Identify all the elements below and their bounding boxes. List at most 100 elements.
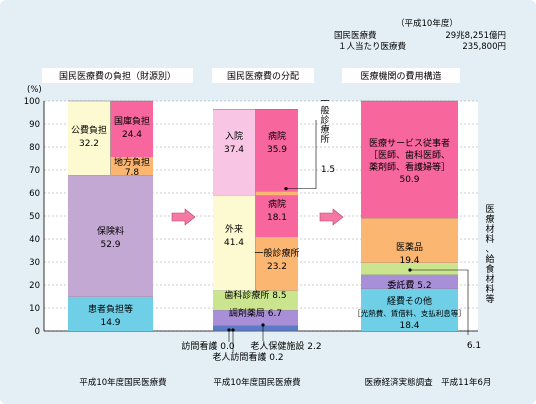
y-tick-label: 100: [24, 97, 40, 107]
label-kokko: 国庫負担: [114, 115, 150, 127]
y-tick-label: 90: [29, 120, 40, 130]
label-nyuin-value: 37.4: [224, 145, 244, 155]
label-byoin-inpatient-value: 35.9: [267, 145, 287, 155]
bar-segment: [110, 157, 153, 176]
y-axis-label: (%): [27, 85, 42, 95]
flow-arrow: [319, 208, 344, 226]
callout-line: [286, 120, 317, 189]
bar-segment: [361, 274, 458, 289]
bar-segment: [255, 195, 298, 238]
label-shika: 歯科診療所 8.5: [224, 289, 286, 301]
bar-segment: [213, 290, 298, 311]
bar-segment: [68, 175, 153, 297]
label-homon: 訪問看護 0.0: [181, 340, 234, 352]
summary-label-total: 国民医療費: [334, 31, 377, 41]
flow-arrow: [171, 208, 196, 226]
bar-segment: [361, 218, 458, 263]
label-zairyo-char: 材: [485, 273, 494, 285]
label-kanja: 患者負担等: [88, 303, 133, 315]
label-keihi-value: 18.4: [399, 321, 419, 331]
label-iryo-service: 医療サービス従事者: [369, 137, 450, 149]
label-ippan-inpatient-char: 所: [320, 134, 329, 145]
bar-segment: [255, 191, 298, 196]
y-tick-label: 60: [29, 189, 40, 199]
label-zairyo-char: 等: [485, 293, 494, 305]
label-byoin-outpatient: 病院: [268, 198, 286, 210]
label-byoin-outpatient-value: 18.1: [267, 213, 287, 223]
bar-header-box: [42, 68, 193, 83]
bar-segment: [213, 195, 256, 291]
bar-segment: [213, 325, 298, 331]
bar-footer: 平成10年度国民医療費: [79, 377, 167, 388]
label-roujin-homon: 老人訪問看護 0.2: [212, 351, 283, 363]
bar-header: 医療機関の費用構造: [360, 70, 441, 82]
summary-value-total: 29兆8,251億円: [445, 31, 506, 41]
label-zairyo-char: 料: [485, 233, 494, 245]
label-zairyo-char: 食: [485, 263, 494, 275]
label-iryo-service-sub: 薬剤師、看護婦等］: [369, 161, 450, 173]
label-gairai-value: 41.4: [224, 238, 244, 248]
label-chiho-value: 7.8: [125, 168, 140, 178]
label-kohi: 公費負担: [71, 124, 107, 136]
label-roujin-hoken: 老人保健施設 2.2: [250, 340, 321, 352]
bar-footer: 平成10年度国民医療費: [213, 377, 301, 388]
label-zairyo-char: 医: [485, 204, 494, 215]
bar-segment: [255, 237, 298, 291]
label-kohi-value: 32.2: [79, 139, 99, 149]
bar-header: 国民医療費の負担（財源別）: [59, 70, 176, 82]
y-tick-label: 30: [29, 258, 40, 268]
callout-line: [410, 269, 469, 335]
label-zairyo-char: 料: [485, 283, 494, 295]
label-ippan-inpatient-char: 療: [320, 124, 329, 136]
bar-segment: [361, 288, 458, 331]
label-keihi: 経費その他: [387, 295, 432, 307]
bar-segment: [68, 296, 153, 331]
bar-footer: 医療経済実態調査 平成11年6月: [365, 377, 492, 388]
label-zairyo-char: 、: [485, 245, 494, 255]
bar-segment: [255, 109, 298, 192]
label-zairyo-char: 給: [485, 253, 494, 265]
label-chiho: 地方負担: [114, 156, 150, 168]
label-ippan-inpatient-value: 1.5: [321, 165, 335, 175]
bar-header-box: [342, 68, 460, 83]
bar-header-box: [212, 68, 314, 83]
y-tick-label: 40: [29, 235, 40, 245]
bar-segment: [213, 310, 298, 326]
label-iryo-service-sub: ［医師、歯科医師、: [369, 149, 450, 161]
summary-label-percapita: １人当たり医療費: [338, 42, 407, 52]
summary-year: （平成10年度）: [396, 19, 458, 29]
label-byoin-inpatient: 病院: [268, 130, 286, 142]
label-keihi-sub: ［光熱費、賃借料、支払利息等］: [353, 308, 466, 318]
y-tick-label: 0: [35, 327, 40, 337]
bar-header: 国民医療費の分配: [227, 70, 299, 82]
bar-segment: [361, 101, 458, 219]
label-gairai: 外来: [225, 223, 243, 235]
summary-value-percapita: 235,800円: [462, 42, 506, 52]
y-tick-label: 50: [29, 212, 40, 222]
label-kanja-value: 14.9: [100, 318, 120, 328]
label-nyuin: 入院: [225, 130, 243, 142]
label-hoken-value: 52.9: [100, 240, 120, 250]
bar-segment: [110, 101, 153, 158]
label-ippan-inpatient-char: 診: [320, 114, 329, 126]
label-hoken: 保険料: [97, 225, 124, 237]
label-iyakuhin-value: 19.4: [399, 256, 419, 266]
label-itaku: 委託費 5.2: [387, 279, 431, 291]
bar-segment: [68, 101, 111, 176]
label-ippan-inpatient: 一般診療所: [320, 97, 329, 145]
label-zairyo-char: 療: [485, 213, 494, 225]
label-ippan-inpatient-char: 般: [320, 105, 329, 117]
label-kokko-value: 24.4: [122, 130, 142, 140]
label-chozai: 調剤薬局 6.7: [229, 307, 282, 319]
label-ippan-outpatient-value: 23.2: [267, 262, 287, 272]
label-zairyo-value: 6.1: [467, 341, 481, 351]
y-tick-label: 70: [29, 166, 40, 176]
label-ippan-inpatient-char: 一: [320, 97, 329, 107]
y-tick-label: 20: [29, 281, 40, 291]
label-ippan-outpatient: 一般診療所: [254, 247, 299, 259]
bar-segment: [213, 109, 256, 196]
y-tick-label: 80: [29, 143, 40, 153]
